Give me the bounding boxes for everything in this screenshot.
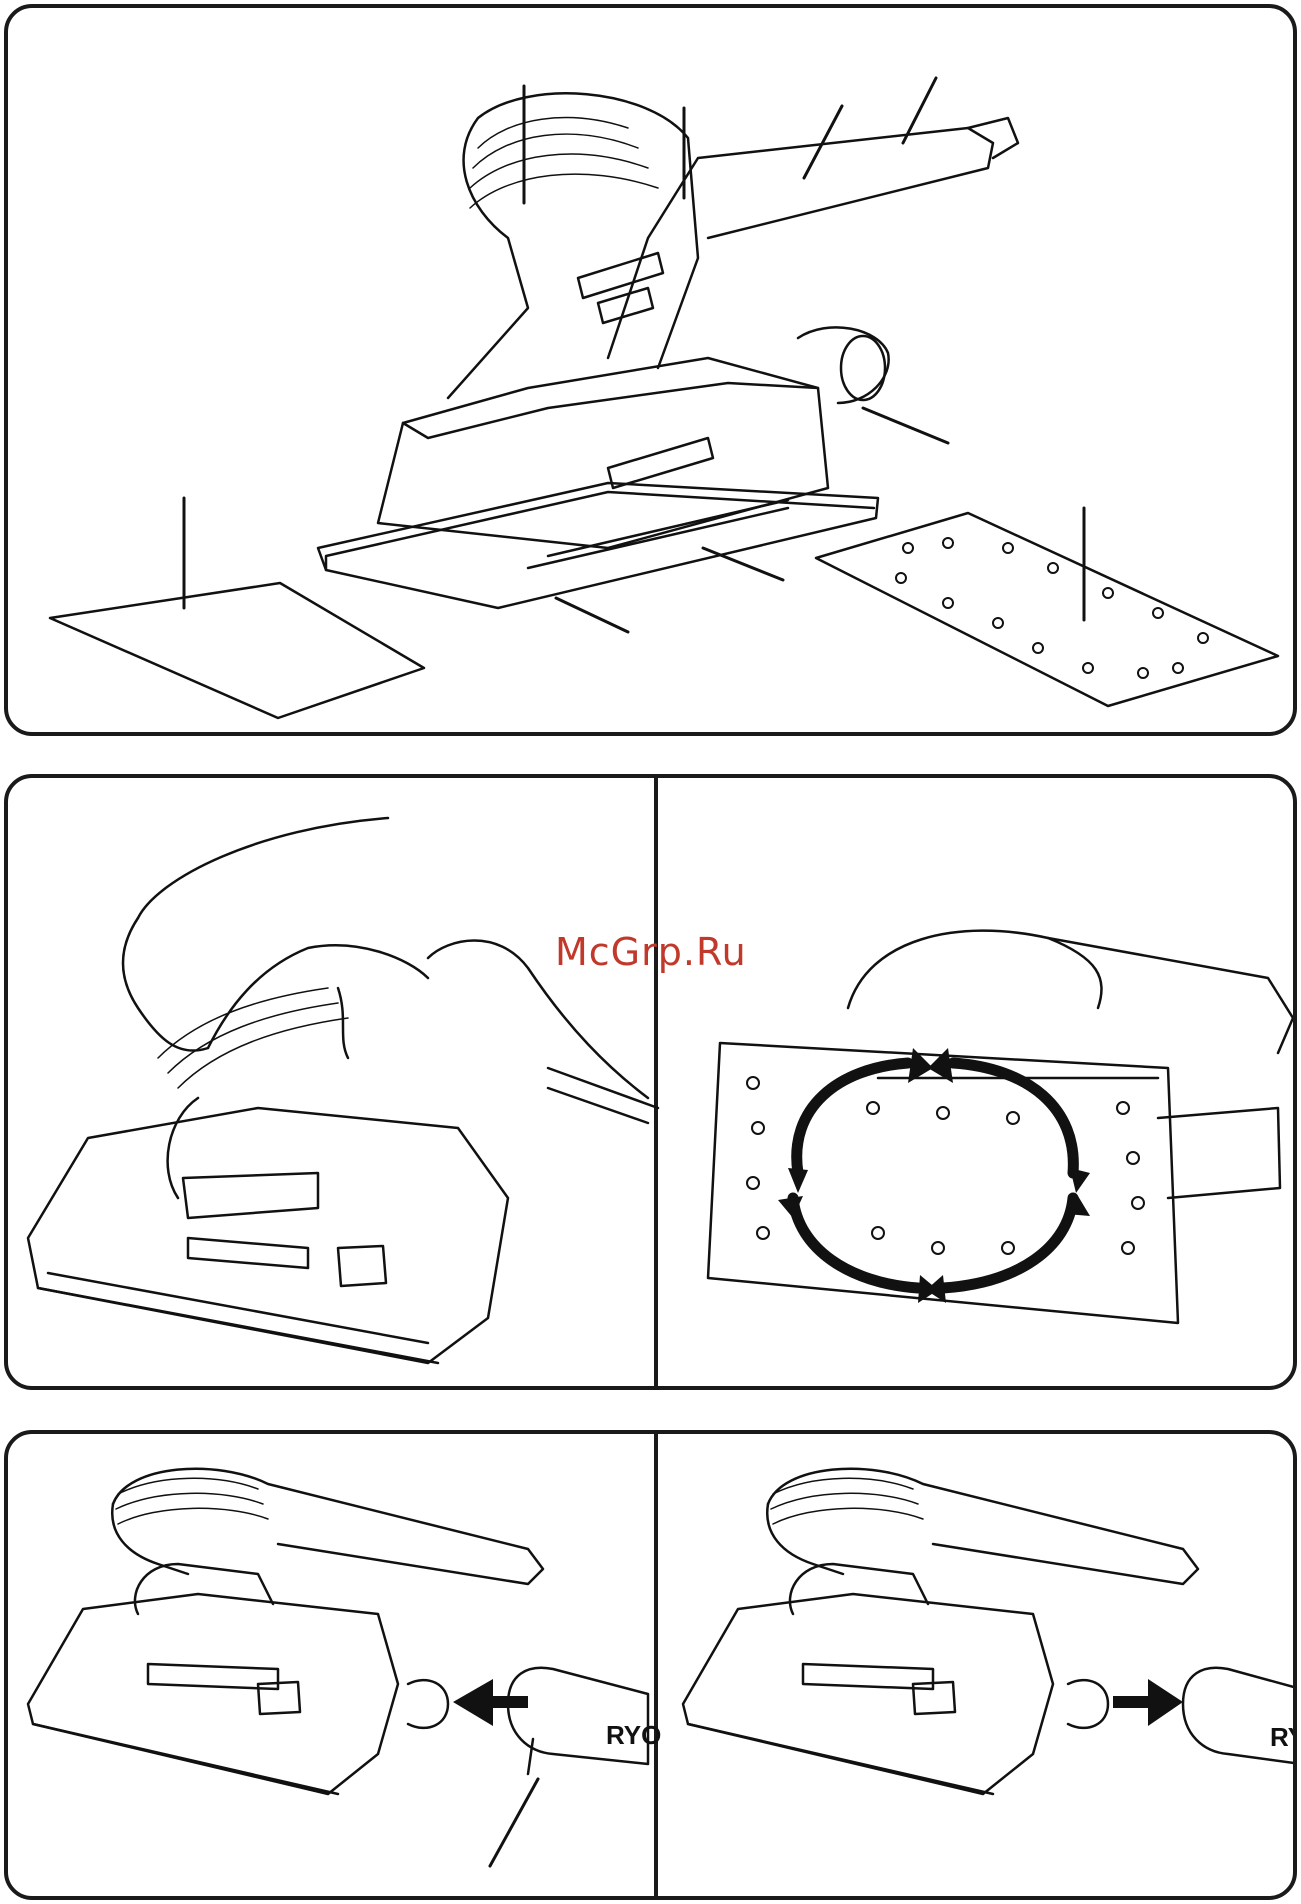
figure-2-illustrations xyxy=(8,778,1297,1390)
figure-1-panel xyxy=(4,4,1297,736)
figure-2-panel xyxy=(4,774,1297,1390)
arrow-right-icon xyxy=(453,1679,528,1726)
grip-texture xyxy=(771,1478,923,1524)
figure-3-panel: RYO xyxy=(4,1430,1297,1900)
vacuum-brand-left: RYO xyxy=(606,1720,661,1750)
grip-texture xyxy=(470,118,658,208)
sander-icon xyxy=(28,1068,658,1363)
sander-exploded-view xyxy=(8,8,1297,736)
circular-arrows-icon xyxy=(793,1063,1073,1288)
plate-holes xyxy=(896,538,1208,678)
watermark: McGrp.Ru xyxy=(555,930,747,974)
grip-texture xyxy=(116,1478,268,1524)
arrow-right-icon xyxy=(1113,1679,1183,1726)
sanding-plate-icon xyxy=(816,513,1278,706)
sander-icon xyxy=(28,1469,543,1794)
grip-texture xyxy=(158,988,348,1088)
figure-3-illustrations: RYO xyxy=(8,1434,1297,1900)
sander-icon xyxy=(683,1469,1198,1794)
vacuum-brand-right: RY xyxy=(1270,1722,1297,1752)
sandpaper-sheet-icon xyxy=(50,583,424,718)
circular-arrowheads xyxy=(778,1048,1090,1303)
